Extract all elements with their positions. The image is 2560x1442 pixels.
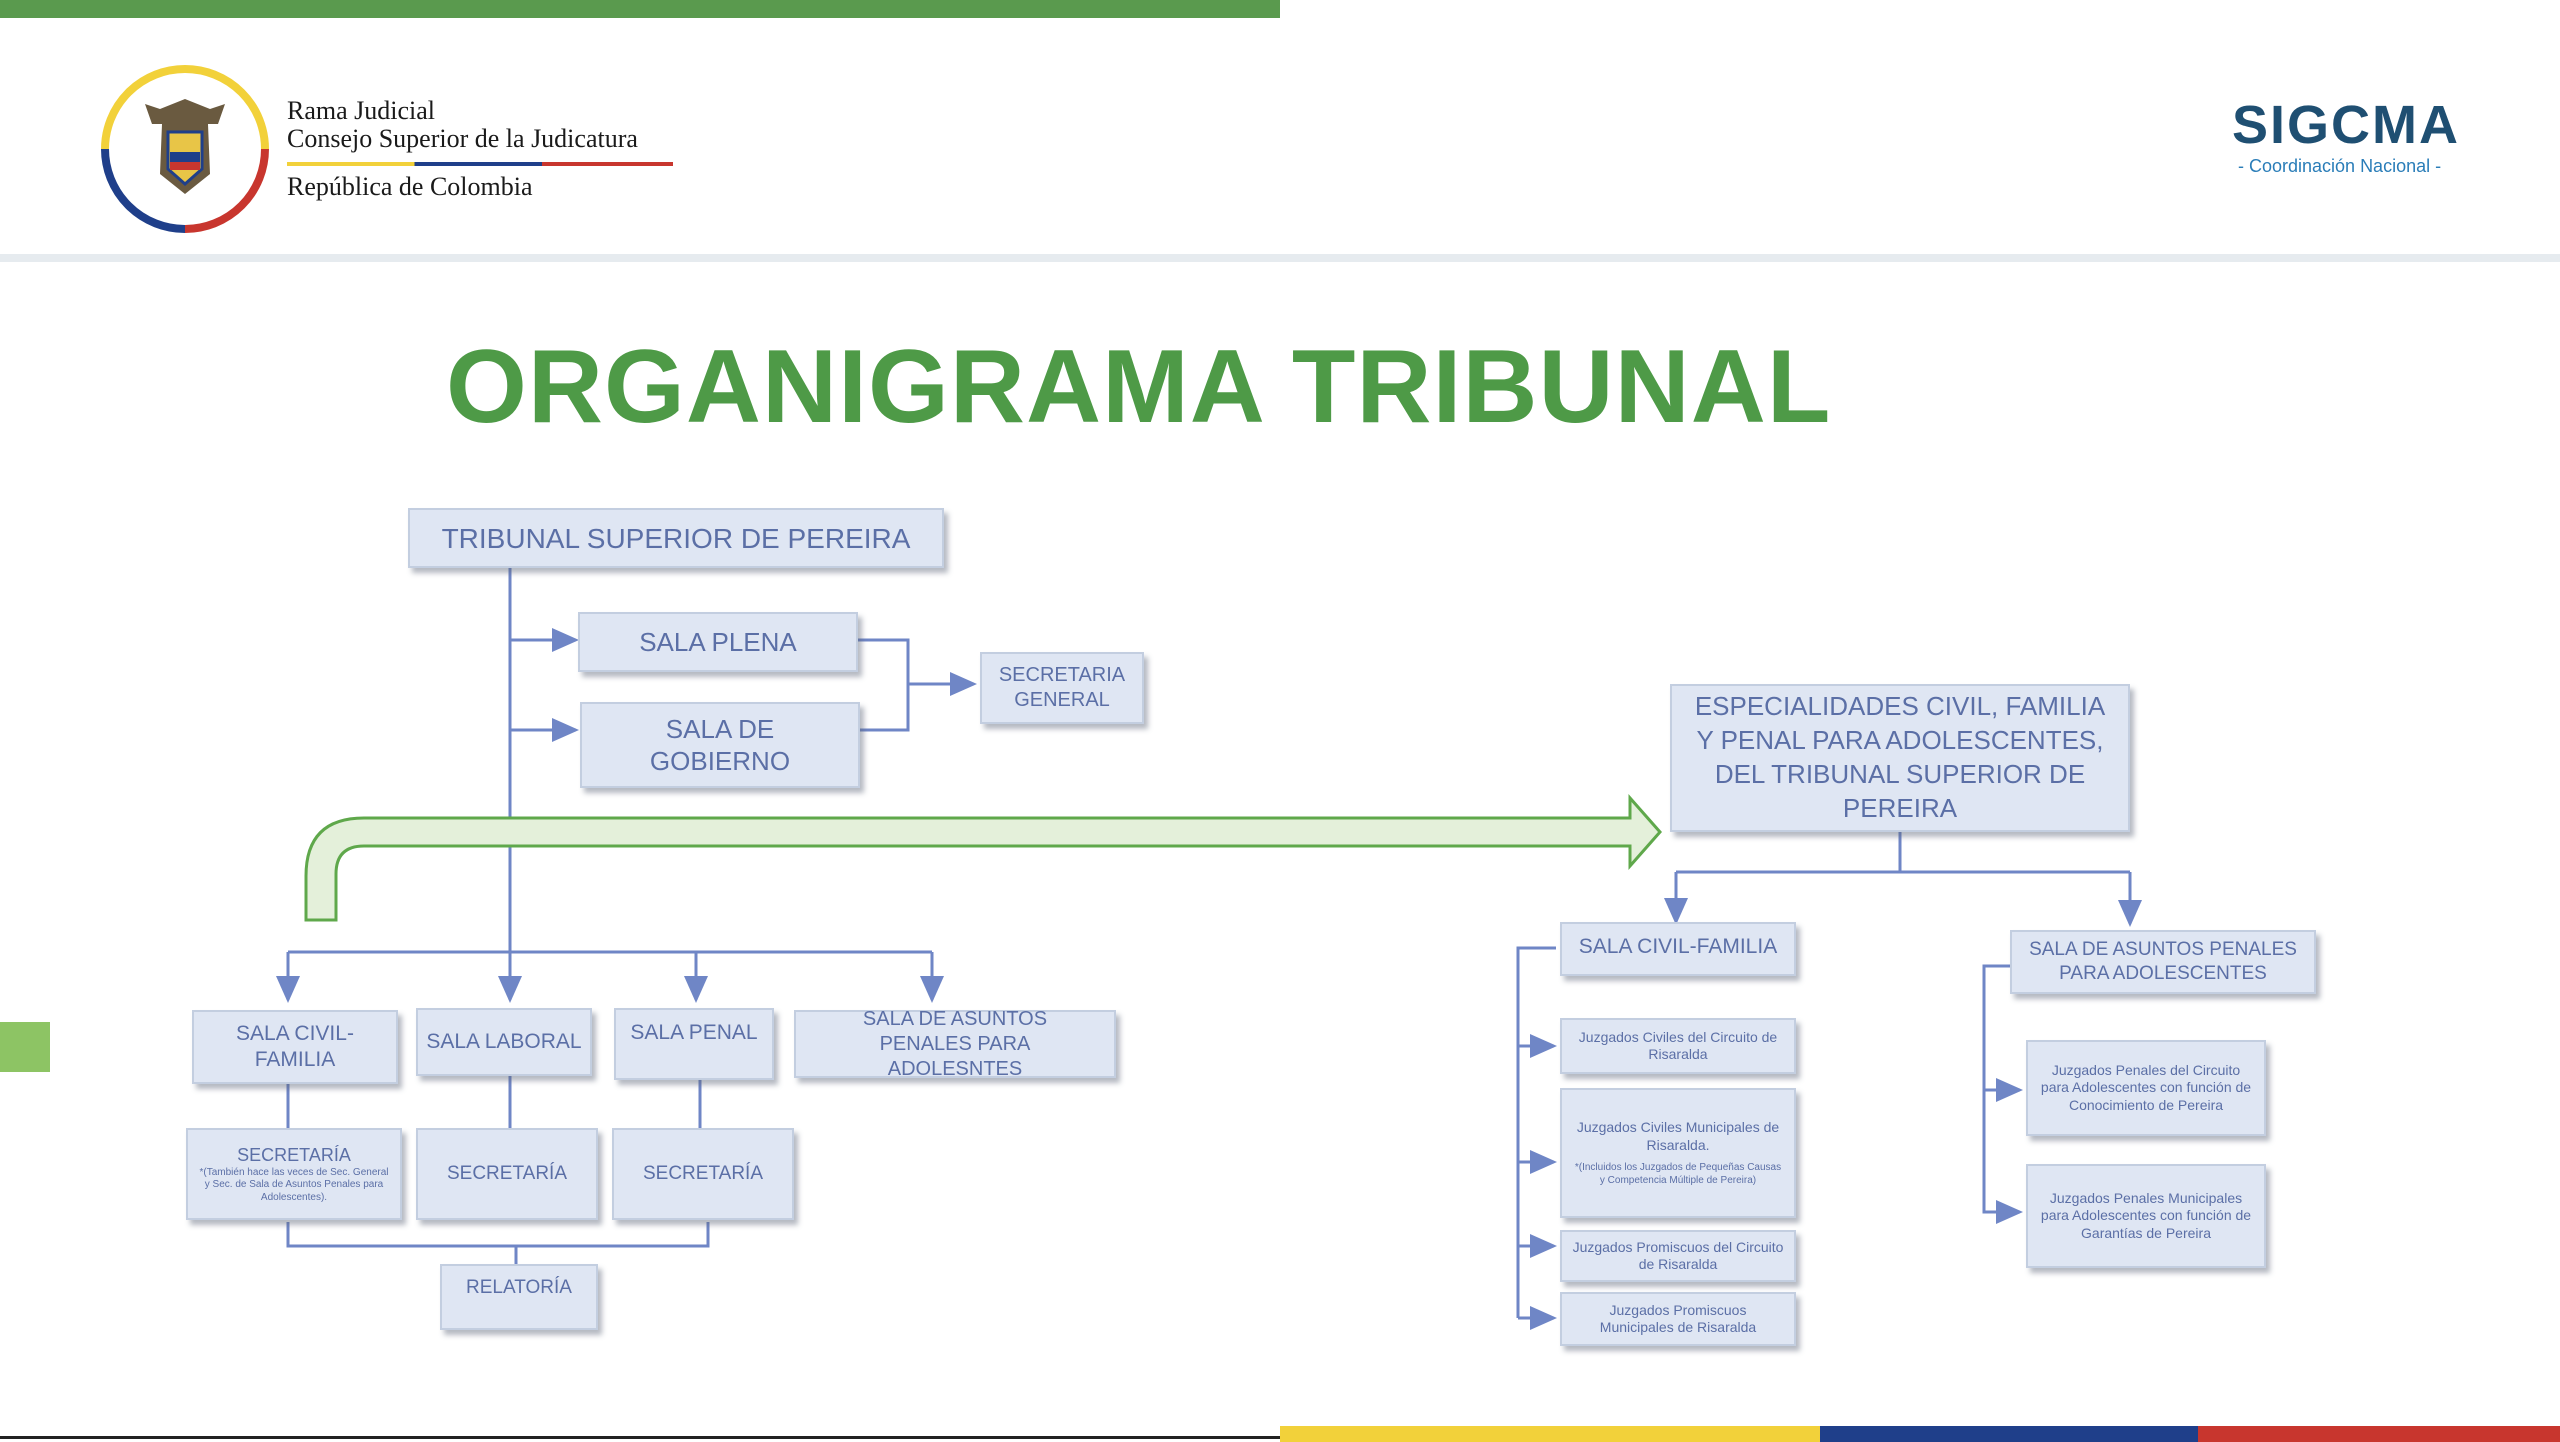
- node-juzgados-civiles-circuito: Juzgados Civiles del Circuito de Risaral…: [1560, 1018, 1796, 1074]
- node-sala-penal: SALA PENAL: [614, 1008, 774, 1080]
- header-divider: [0, 254, 2560, 262]
- node-juzgados-promiscuos-circuito: Juzgados Promiscuos del Circuito de Risa…: [1560, 1230, 1796, 1282]
- juzgados-penales-municipales-label: Juzgados Penales Municipales para Adoles…: [2040, 1189, 2252, 1241]
- institution-country: República de Colombia: [287, 172, 533, 201]
- node-juzgados-civiles-municipales: Juzgados Civiles Municipales de Risarald…: [1560, 1088, 1796, 1218]
- footer-rule: [0, 1436, 1280, 1439]
- node-sala-asuntos-penales: SALA DE ASUNTOS PENALES PARA ADOLESNTES: [794, 1008, 1116, 1080]
- node-juzgados-penales-municipales-adolescentes: Juzgados Penales Municipales para Adoles…: [2026, 1164, 2266, 1268]
- node-secretaria-general: SECRETARIA GENERAL: [980, 652, 1144, 724]
- logo-tricolor-rule: [287, 162, 673, 166]
- juzgados-civiles-circuito-label: Juzgados Civiles del Circuito de Risaral…: [1578, 1028, 1778, 1063]
- node-especialidades: ESPECIALIDADES CIVIL, FAMILIA Y PENAL PA…: [1670, 684, 2130, 832]
- node-secretaria-civil: SECRETARÍA *(También hace las veces de S…: [186, 1128, 402, 1220]
- node-secretaria-penal: SECRETARÍA: [612, 1128, 794, 1220]
- juzgados-penales-circuito-label: Juzgados Penales del Circuito para Adole…: [2040, 1061, 2252, 1113]
- node-tribunal-superior: TRIBUNAL SUPERIOR DE PEREIRA: [408, 508, 944, 568]
- top-accent-bar: [0, 0, 1280, 18]
- institution-name: Rama Judicial: [287, 96, 436, 125]
- juzgados-civiles-municipales-note: *(Incluidos los Juzgados de Pequeñas Cau…: [1574, 1162, 1782, 1186]
- page-title: ORGANIGRAMA TRIBUNAL: [446, 329, 1832, 445]
- juzgados-civiles-municipales-label: Juzgados Civiles Municipales de Risarald…: [1576, 1119, 1780, 1153]
- node-juzgados-promiscuos-municipales: Juzgados Promiscuos Municipales de Risar…: [1560, 1292, 1796, 1346]
- sigcma-subtitle: - Coordinación Nacional -: [2238, 156, 2442, 176]
- node-relatoria: RELATORÍA: [440, 1264, 598, 1330]
- node-right-sala-civil-familia: SALA CIVIL-FAMILIA: [1560, 922, 1796, 976]
- footer-flag-blue: [1820, 1426, 2198, 1442]
- secretaria-civil-note: *(También hace las veces de Sec. General…: [199, 1166, 389, 1203]
- juzgados-promiscuos-municipales-label: Juzgados Promiscuos Municipales de Risar…: [1599, 1301, 1757, 1336]
- transition-arrow: [304, 794, 1663, 922]
- node-sala-gobierno: SALA DE GOBIERNO: [580, 702, 860, 788]
- node-sala-plena: SALA PLENA: [578, 612, 858, 672]
- node-right-sala-asuntos-penales: SALA DE ASUNTOS PENALES PARA ADOLESCENTE…: [2010, 930, 2316, 994]
- left-accent-tab: [0, 1022, 50, 1072]
- node-secretaria-laboral: SECRETARÍA: [416, 1128, 598, 1220]
- footer-flag-red: [2198, 1426, 2560, 1442]
- secretaria-civil-label: SECRETARÍA: [237, 1145, 351, 1165]
- node-sala-laboral: SALA LABORAL: [416, 1008, 592, 1076]
- footer-flag-yellow: [1280, 1426, 1820, 1442]
- node-juzgados-penales-circuito-adolescentes: Juzgados Penales del Circuito para Adole…: [2026, 1040, 2266, 1136]
- institution-council: Consejo Superior de la Judicatura: [287, 124, 638, 153]
- juzgados-promiscuos-circuito-label: Juzgados Promiscuos del Circuito de Risa…: [1572, 1238, 1784, 1273]
- sigcma-logo: SIGCMA: [2232, 95, 2460, 155]
- node-sala-civil-familia: SALA CIVIL-FAMILIA: [192, 1010, 398, 1084]
- coat-of-arms-icon: [101, 65, 269, 233]
